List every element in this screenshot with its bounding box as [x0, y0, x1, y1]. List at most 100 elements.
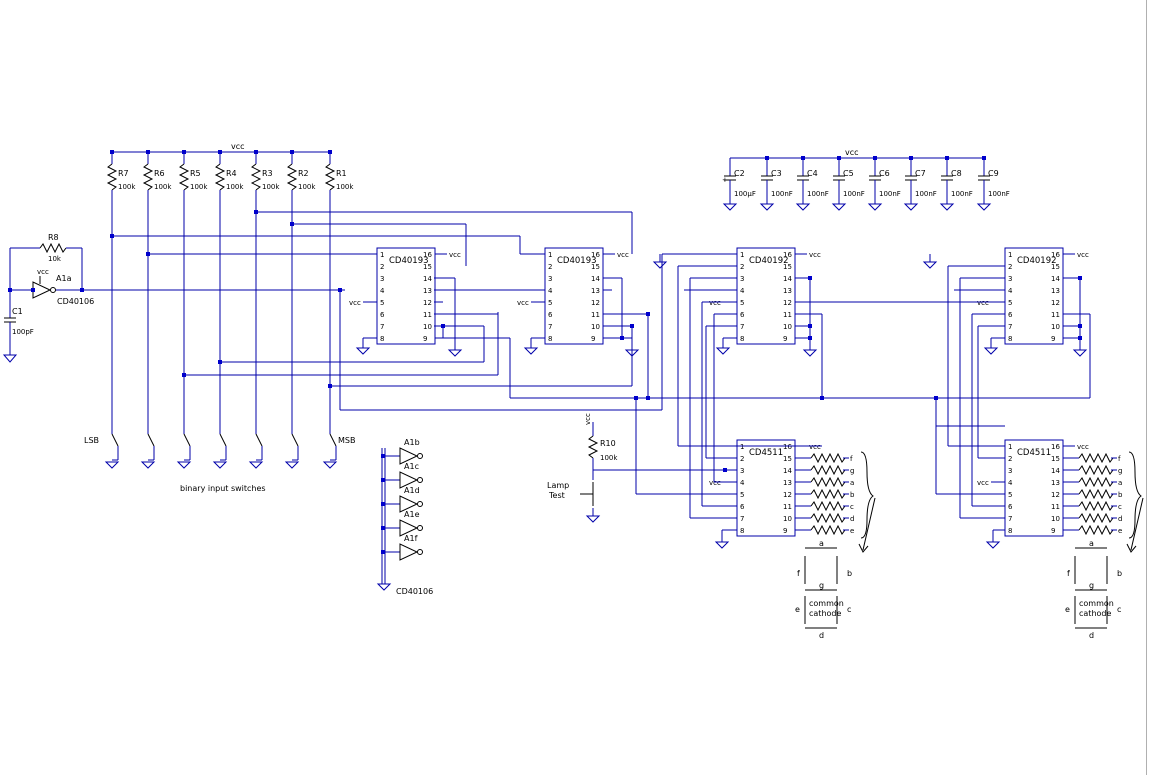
pin-number: 5 — [380, 299, 384, 307]
switches-label: binary input switches — [180, 484, 266, 493]
ic-name: CD40192 — [749, 256, 789, 266]
pin-number: 1 — [548, 251, 552, 259]
ic-vcc-label: vcc — [709, 479, 721, 487]
ic-body — [376, 247, 436, 345]
ground-symbol — [759, 203, 775, 211]
spares-part-label: CD40106 — [396, 587, 433, 596]
segment-resistor — [810, 476, 846, 488]
switch-lever — [329, 433, 337, 447]
pin-number: 12 — [783, 491, 792, 499]
switch-lever — [111, 433, 119, 447]
pin-number: 6 — [1008, 311, 1013, 319]
ground-symbol — [802, 349, 818, 357]
ground-symbol — [976, 203, 992, 211]
resistor-label: R5 — [190, 169, 201, 178]
pin-number: 6 — [1008, 503, 1013, 511]
ic-vcc-label: vcc — [977, 299, 989, 307]
pin-number: 8 — [548, 335, 552, 343]
ic-vcc-label: vcc — [809, 443, 821, 451]
segment-label: d — [1089, 631, 1094, 640]
page-border — [1146, 0, 1147, 775]
segment-label: f — [1067, 569, 1070, 578]
pin-number: 4 — [740, 287, 745, 295]
pin-number: 9 — [423, 335, 427, 343]
ground-symbol — [284, 461, 300, 469]
segment-resistor — [810, 464, 846, 476]
pin-number: 14 — [1051, 467, 1060, 475]
segment-resistor — [810, 488, 846, 500]
ic-name: CD4511 — [1017, 448, 1051, 458]
test-label: Test — [548, 491, 565, 500]
inverter-label: A1b — [404, 438, 420, 447]
ic-body — [544, 247, 604, 345]
switch-lever — [147, 433, 155, 447]
ground-symbol — [104, 461, 120, 469]
segment-label: e — [1065, 605, 1070, 614]
pin-number: 15 — [783, 455, 792, 463]
pin-number: 1 — [1008, 443, 1012, 451]
resistor-value: 100k — [336, 183, 354, 191]
pin-number: 13 — [783, 479, 792, 487]
pin-number: 16 — [783, 443, 792, 451]
ic-name: CD4511 — [749, 448, 783, 458]
wiring: vcc R10 100k Lamp Test — [112, 211, 1091, 549]
inverter-label: A1f — [404, 534, 418, 543]
pin-number: 12 — [1051, 491, 1060, 499]
pin-number: 10 — [423, 323, 432, 331]
segment-letter: a — [850, 479, 854, 487]
junction-dots — [110, 210, 1082, 472]
segment-resistor — [810, 512, 846, 524]
segment-letter: f — [1118, 455, 1121, 463]
capacitor-value: 100nF — [951, 190, 973, 198]
pin-number: 15 — [1051, 263, 1060, 271]
pin-number: 7 — [740, 323, 744, 331]
ic-body — [736, 439, 796, 537]
pin-number: 11 — [783, 311, 792, 319]
pin-number: 13 — [1051, 479, 1060, 487]
a1a-part-label: CD40106 — [57, 297, 94, 306]
segment-resistor — [1078, 500, 1114, 512]
resistor-label: R2 — [298, 169, 309, 178]
ground-symbol — [722, 203, 738, 211]
pin-number: 5 — [740, 299, 744, 307]
segment-letter: c — [1118, 503, 1122, 511]
resistor-value: 100k — [118, 183, 136, 191]
r8-label: R8 — [48, 233, 59, 242]
a1a-vcc-label: vcc — [37, 268, 49, 276]
cathode-label: cathode — [1079, 609, 1111, 618]
pin-number: 10 — [783, 515, 792, 523]
pin-number: 8 — [740, 335, 744, 343]
pin-number: 1 — [740, 251, 744, 259]
resistor-body — [178, 163, 190, 191]
segment-label: b — [1117, 569, 1122, 578]
inverter-label: A1e — [404, 510, 420, 519]
segment-letter: e — [1118, 527, 1122, 535]
pin-number: 16 — [783, 251, 792, 259]
pin-number: 12 — [1051, 299, 1060, 307]
resistor-value: 100k — [298, 183, 316, 191]
pin-number: 11 — [1051, 503, 1060, 511]
capacitor-label: C9 — [988, 169, 999, 178]
pin-number: 7 — [1008, 515, 1012, 523]
arrow-line — [862, 497, 876, 551]
r10-value: 100k — [600, 454, 618, 462]
pin-number: 13 — [783, 287, 792, 295]
pin-number: 16 — [1051, 251, 1060, 259]
pin-number: 13 — [591, 287, 600, 295]
resistor-value: 100k — [226, 183, 244, 191]
segment-letter: f — [850, 455, 853, 463]
ground-symbol — [523, 347, 539, 355]
pin-number: 5 — [548, 299, 552, 307]
resistor-value: 100k — [154, 183, 172, 191]
segment-letter: g — [850, 467, 854, 475]
inverter-icon — [399, 495, 419, 513]
pin-number: 1 — [1008, 251, 1012, 259]
pin-number: 15 — [1051, 455, 1060, 463]
segment-label: e — [795, 605, 800, 614]
segment-resistor — [810, 524, 846, 536]
ground-symbol — [355, 347, 371, 355]
ic-vcc-label: vcc — [517, 299, 529, 307]
